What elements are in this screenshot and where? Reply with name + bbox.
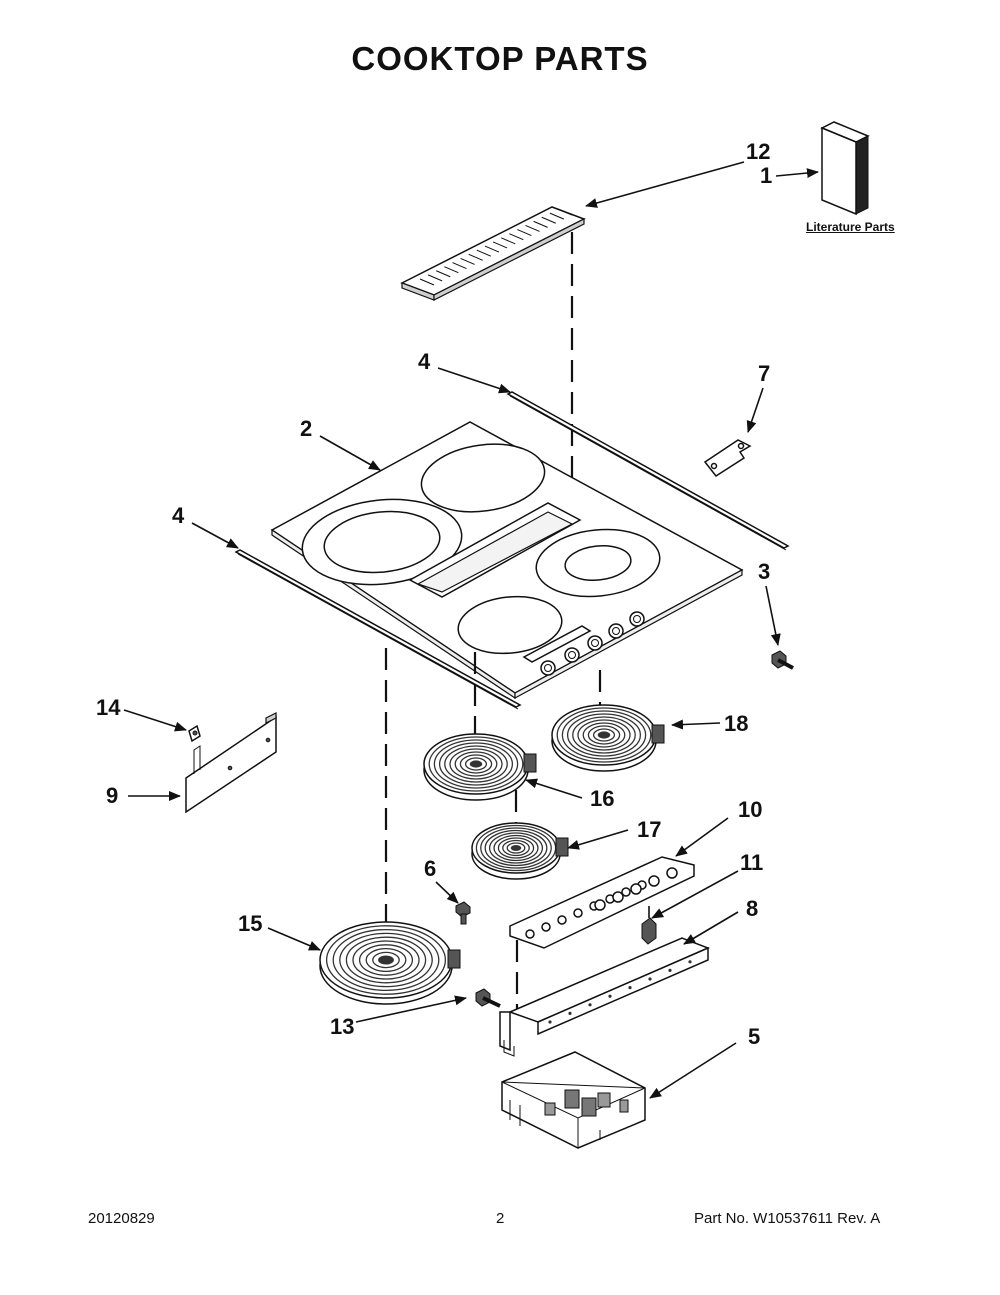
screw-part bbox=[475, 988, 501, 1008]
leader-arrow bbox=[123, 709, 187, 732]
heat-shield-part bbox=[185, 712, 277, 814]
callout-16: 16 bbox=[590, 786, 615, 811]
callout-2: 2 bbox=[300, 416, 313, 441]
callout-1: 1 bbox=[760, 163, 773, 188]
leader-arrow bbox=[437, 367, 511, 394]
leader-arrow bbox=[775, 168, 819, 179]
literature-booklet-icon bbox=[820, 121, 870, 216]
callout-9: 9 bbox=[106, 783, 119, 808]
leader-arrow bbox=[567, 829, 629, 850]
sensor-part bbox=[641, 906, 657, 945]
mounting-bracket-part bbox=[499, 937, 710, 1057]
callout-5: 5 bbox=[748, 1024, 761, 1049]
leader-arrow bbox=[267, 927, 321, 951]
leader-arrow bbox=[191, 522, 239, 549]
callout-17: 17 bbox=[637, 817, 662, 842]
callout-14: 14 bbox=[96, 695, 121, 720]
leader-arrow bbox=[746, 387, 764, 433]
leader-arrow bbox=[671, 719, 721, 730]
heating-element-17 bbox=[471, 822, 569, 880]
heating-element-16 bbox=[423, 733, 537, 801]
callout-4-upper: 4 bbox=[418, 349, 431, 374]
callout-7: 7 bbox=[758, 361, 771, 386]
bracket-part bbox=[703, 439, 752, 477]
leader-arrow bbox=[683, 911, 739, 945]
callout-18: 18 bbox=[724, 711, 749, 736]
footer-part-number: Part No. W10537611 Rev. A bbox=[694, 1210, 881, 1227]
callout-8: 8 bbox=[746, 896, 759, 921]
callout-12: 12 bbox=[746, 139, 771, 164]
leader-arrow bbox=[765, 585, 781, 646]
clip-part bbox=[188, 724, 201, 743]
leader-arrow bbox=[585, 161, 745, 208]
trim-strip-lower-part bbox=[234, 549, 522, 710]
control-board-part bbox=[509, 856, 695, 949]
literature-parts-label: Literature Parts bbox=[806, 220, 895, 234]
leader-arrow bbox=[651, 870, 739, 919]
footer-date: 20120829 bbox=[88, 1210, 155, 1227]
fastener-part bbox=[455, 901, 471, 925]
vent-grille-part bbox=[400, 206, 586, 301]
leader-arrow bbox=[525, 778, 583, 799]
callout-6: 6 bbox=[424, 856, 437, 881]
heating-element-15 bbox=[319, 921, 461, 1005]
callout-3: 3 bbox=[758, 559, 771, 584]
heating-element-18 bbox=[551, 704, 665, 772]
callout-4-lower: 4 bbox=[172, 503, 185, 528]
glass-cooktop-part bbox=[270, 421, 744, 700]
callout-10: 10 bbox=[738, 797, 763, 822]
leader-arrow bbox=[355, 995, 467, 1023]
leader-arrow bbox=[319, 435, 381, 471]
relay-box-part bbox=[501, 1051, 646, 1149]
callout-15: 15 bbox=[238, 911, 263, 936]
screw-part bbox=[771, 650, 794, 670]
callout-11: 11 bbox=[740, 850, 764, 875]
leader-arrow bbox=[675, 817, 729, 857]
leader-arrow bbox=[649, 1042, 737, 1099]
page-title: COOKTOP PARTS bbox=[351, 40, 649, 77]
footer-page-number: 2 bbox=[496, 1210, 505, 1227]
callout-13: 13 bbox=[330, 1014, 355, 1039]
leader-arrow bbox=[435, 881, 459, 904]
